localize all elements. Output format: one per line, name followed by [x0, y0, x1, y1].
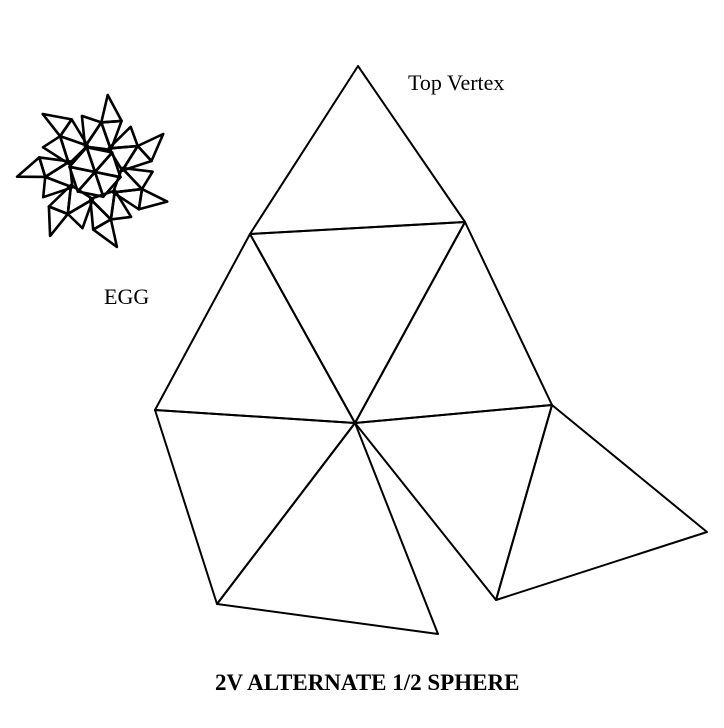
egg-triangle [91, 218, 119, 249]
net-triangle [216, 422, 439, 635]
egg-triangle [107, 125, 139, 150]
egg-triangle [80, 114, 103, 148]
diagram-title: 2V ALTERNATE 1/2 SPHERE [215, 670, 520, 695]
net-triangle [354, 221, 553, 424]
egg-triangle [137, 187, 169, 211]
egg-triangle [120, 166, 154, 191]
half-sphere-net [154, 65, 708, 635]
egg-triangle [47, 205, 70, 238]
top-vertex-label: Top Vertex [408, 70, 505, 95]
net-triangle [354, 404, 553, 601]
egg-triangle [15, 156, 47, 179]
egg-triangle [109, 189, 133, 221]
egg-triangle [66, 197, 95, 230]
egg-triangle [121, 144, 153, 172]
egg-triangle [41, 175, 74, 199]
egg-triangle [100, 93, 123, 124]
net-triangle [495, 404, 708, 601]
egg-triangle [136, 132, 165, 163]
net-triangle [154, 409, 356, 605]
egg-label: EGG [104, 284, 150, 309]
egg-triangle [93, 151, 122, 179]
egg-triangle [111, 187, 144, 211]
net-triangle [249, 221, 466, 424]
net-triangle [154, 233, 356, 424]
egg-icon [15, 93, 169, 249]
egg-triangle [41, 134, 71, 166]
egg-triangle [41, 112, 73, 138]
